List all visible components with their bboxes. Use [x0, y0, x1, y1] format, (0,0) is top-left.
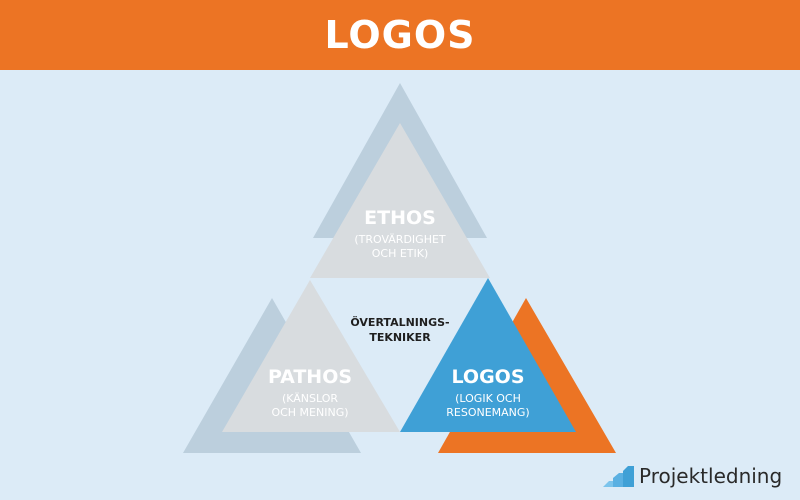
- pathos-subtitle-line1: (KÄNSLOR: [281, 392, 339, 405]
- ethos-subtitle-line1: (TROVÄRDIGHET: [354, 233, 446, 246]
- pathos-subtitle-line2: OCH MENING): [271, 406, 349, 419]
- ethos-subtitle-line2: OCH ETIK): [371, 247, 429, 260]
- title-banner: LOGOS: [0, 0, 800, 70]
- logos-label: LOGOS (LOGIK OCH RESONEMANG): [418, 366, 558, 420]
- bar-chart-logo-icon: [603, 466, 634, 487]
- center-label: ÖVERTALNINGS- TEKNIKER: [330, 315, 470, 345]
- logos-triangle: [400, 278, 576, 432]
- page-title: LOGOS: [324, 13, 476, 57]
- center-label-line2: TEKNIKER: [369, 331, 431, 344]
- brand-logo: Projektledning: [603, 462, 782, 490]
- logos-title: LOGOS: [451, 366, 525, 388]
- ethos-title: ETHOS: [364, 207, 436, 229]
- logos-subtitle-line2: RESONEMANG): [446, 406, 530, 419]
- pathos-triangle: [222, 280, 400, 432]
- center-label-line1: ÖVERTALNINGS-: [350, 316, 450, 329]
- pathos-title: PATHOS: [267, 366, 353, 388]
- ethos-triangle: [310, 123, 490, 278]
- logos-subtitle-line1: (LOGIK OCH: [455, 392, 521, 405]
- pathos-label: PATHOS (KÄNSLOR OCH MENING): [240, 366, 380, 420]
- ethos-label: ETHOS (TROVÄRDIGHET OCH ETIK): [330, 207, 470, 261]
- brand-name: Projektledning: [639, 464, 783, 488]
